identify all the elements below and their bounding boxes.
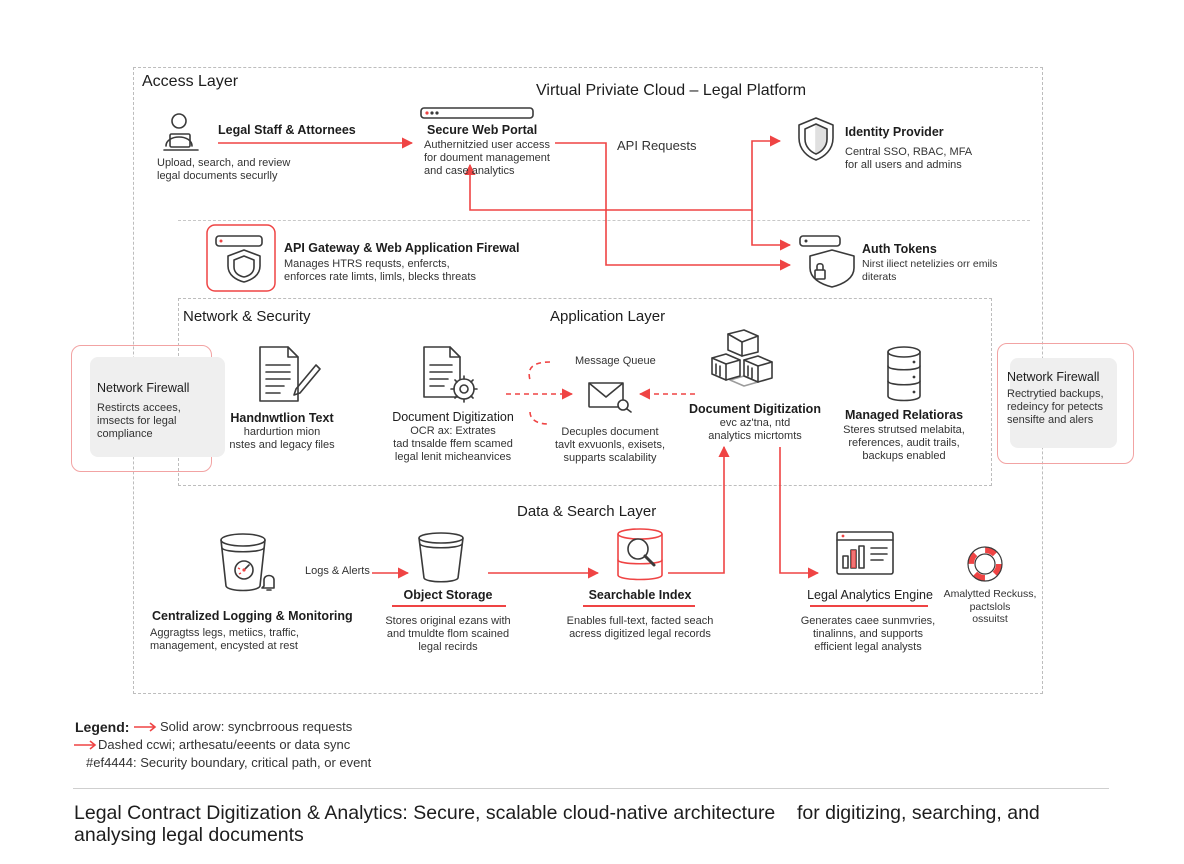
- message-queue-desc: Decuples document tavlt exvuonls, exiset…: [554, 426, 666, 465]
- doc-digitization-1-title: Document Digitization: [392, 410, 514, 424]
- legend-solid-arrow-icon: [134, 722, 157, 732]
- search-database-icon: [617, 528, 663, 581]
- document-gear-icon: [423, 346, 478, 403]
- caption-divider: [73, 788, 1109, 789]
- firewall-right-desc: Rectrytied backups, redeincy for petects…: [1007, 388, 1104, 427]
- web-portal-desc: Authernitzied user access for doument ma…: [424, 139, 550, 178]
- firewall-right-title: Network Firewall: [1007, 370, 1100, 384]
- legend-solid-text: Solid arow: syncbrroous requests: [160, 719, 353, 734]
- lifebuoy-icon: [967, 546, 1003, 582]
- object-storage-underline: [392, 605, 506, 607]
- analytics-engine-underline: [810, 605, 928, 607]
- arrow-index-to-digitization: [668, 445, 730, 574]
- auth-tokens-desc: Nirst iliect netelizies orr emils ditera…: [862, 258, 998, 283]
- user-laptop-icon: [163, 113, 199, 151]
- firewall-right-panel: [1010, 358, 1117, 448]
- arrow-api-to-tokens: [605, 210, 792, 271]
- identity-provider-desc: Central SSO, RBAC, MFA for all users and…: [845, 146, 973, 172]
- arrow-digitization-to-analytics: [779, 447, 820, 579]
- arrow-identity-to-tokens: [751, 210, 792, 251]
- legal-staff-desc: Upload, search, and review legal documen…: [157, 157, 291, 183]
- object-storage-desc: Stores original ezans with and tmuldte f…: [385, 615, 511, 654]
- api-gateway-desc: Manages HTRS requsts, enfercts, enforces…: [284, 258, 476, 284]
- doc-digitization-2-title: Document Digitization: [689, 402, 821, 416]
- firewall-left-title: Network Firewall: [97, 381, 190, 395]
- logging-title: Centralized Logging & Monitoring: [152, 609, 353, 623]
- legend-color-text: #ef4444: Security boundary, critical pat…: [86, 755, 372, 770]
- diagram-caption: Legal Contract Digitization & Analytics:…: [74, 802, 1040, 846]
- logging-desc: Aggragtss legs, metiics, traffic, manage…: [150, 627, 299, 653]
- analytics-dashboard-icon: [836, 531, 894, 575]
- api-gateway-title: API Gateway & Web Application Firewal: [284, 241, 520, 255]
- firewall-left-panel: [90, 357, 225, 457]
- legend-dashed-arrow-icon: [74, 740, 97, 750]
- logging-bucket-icon: [220, 533, 275, 592]
- storage-bucket-icon: [418, 532, 464, 583]
- managed-relational-title: Managed Relatioras: [844, 408, 964, 422]
- arrow-queue-out: [529, 411, 549, 425]
- arrow-queue-to-digitization: [528, 361, 551, 381]
- browser-window-icon: [420, 107, 534, 119]
- application-layer-label: Application Layer: [550, 308, 666, 325]
- analytics-engine-desc: Generates caee sunmvries, tinalinns, and…: [800, 615, 936, 654]
- handwritten-title: Handnwtlion Text: [230, 411, 334, 425]
- search-index-underline: [583, 605, 695, 607]
- search-index-title: Searchable Index: [588, 588, 692, 602]
- managed-relational-desc: Steres strutsed melabita, references, au…: [843, 424, 965, 463]
- analytics-results-desc: Amalytted Reckuss, pactslols ossuitst: [943, 588, 1037, 626]
- doc-digitization-1-desc: OCR ax: Extrates tad tnsalde ffem scamed…: [393, 425, 513, 464]
- arrow-api-to-identity: [606, 135, 782, 211]
- auth-token-icon: [799, 235, 855, 288]
- firewall-left-desc: Restircts accees, imsects for legal comp…: [97, 402, 181, 441]
- legend-label: Legend:: [75, 719, 130, 735]
- document-pen-icon: [259, 346, 321, 402]
- envelope-icon: [588, 382, 632, 413]
- web-portal-title: Secure Web Portal: [427, 123, 538, 137]
- legend-dashed-text: Dashed ccwi; arthesatu/eeents or data sy…: [98, 737, 351, 752]
- legal-staff-title: Legal Staff & Attornees: [218, 123, 356, 137]
- security-boundary: [178, 220, 1030, 221]
- vpc-title: Virtual Priviate Cloud – Legal Platform: [536, 82, 807, 99]
- gateway-shield-icon: [206, 224, 276, 292]
- identity-provider-title: Identity Provider: [845, 125, 944, 139]
- firewall-right-card: [997, 343, 1134, 464]
- access-layer-label: Access Layer: [142, 73, 239, 90]
- doc-digitization-2-desc: evc az'tna, ntd analytics micrtomts: [708, 417, 802, 443]
- logs-alerts-label: Logs & Alerts: [305, 565, 370, 577]
- auth-tokens-title: Auth Tokens: [862, 242, 937, 256]
- search-index-desc: Enables full-text, facted seach acress d…: [566, 615, 714, 641]
- api-requests-label: API Requests: [617, 138, 697, 153]
- containers-icon: [711, 329, 773, 387]
- object-storage-title: Object Storage: [403, 588, 493, 602]
- data-layer-label: Data & Search Layer: [517, 503, 657, 520]
- handwritten-desc: hardurtion mion nstes and legacy files: [229, 426, 335, 452]
- analytics-engine-title: Legal Analytics Engine: [807, 588, 933, 602]
- shield-icon: [798, 117, 834, 161]
- database-icon: [887, 346, 921, 402]
- network-security-label: Network & Security: [183, 308, 311, 325]
- message-queue-label: Message Queue: [575, 355, 656, 367]
